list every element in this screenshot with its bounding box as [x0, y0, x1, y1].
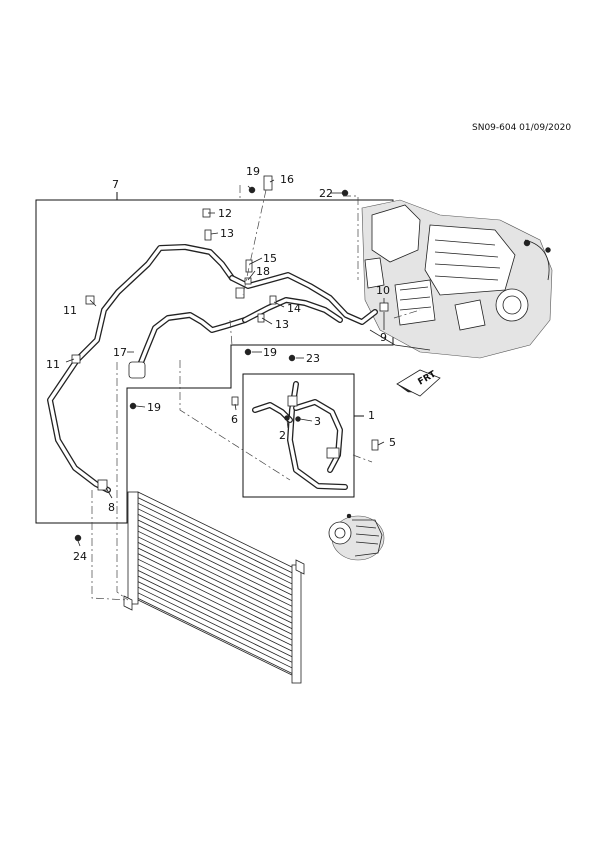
callout-2: 2 — [279, 429, 286, 442]
callout-19-top: 19 — [246, 165, 260, 178]
callout-11-lower: 11 — [46, 358, 60, 371]
callout-15: 15 — [263, 252, 277, 265]
callout-18: 18 — [256, 265, 270, 278]
callout-3: 3 — [314, 415, 321, 428]
compressor-illustration — [328, 513, 385, 561]
hvac-unit-illustration — [361, 199, 553, 359]
assembly-7-frame — [35, 199, 394, 524]
callout-11-upper: 11 — [63, 304, 77, 317]
callout-24: 24 — [73, 550, 87, 563]
callout-14: 14 — [287, 302, 301, 315]
document-reference: SN09-604 01/09/2020 — [472, 123, 572, 133]
compressor-hoses — [252, 381, 348, 490]
callout-1: 1 — [368, 409, 375, 422]
assembly-1-frame — [242, 373, 355, 498]
callout-19-middle: 19 — [263, 346, 277, 359]
dashed-reference-lines — [91, 185, 421, 601]
callout-12: 12 — [218, 207, 232, 220]
leader-lines — [65, 179, 385, 547]
callout-13-top: 13 — [220, 227, 234, 240]
callout-8: 8 — [108, 501, 115, 514]
callout-6: 6 — [231, 413, 238, 426]
callout-7: 7 — [112, 178, 119, 191]
refrigerant-hoses — [47, 244, 378, 493]
callout-23: 23 — [306, 352, 320, 365]
callout-9: 9 — [380, 331, 387, 344]
condenser-illustration — [123, 491, 305, 684]
callout-5: 5 — [389, 436, 396, 449]
callout-13-lower: 13 — [275, 318, 289, 331]
callout-17: 17 — [113, 346, 127, 359]
callout-19-lower: 19 — [147, 401, 161, 414]
fittings — [71, 175, 389, 542]
callout-16: 16 — [280, 173, 294, 186]
callout-22: 22 — [319, 187, 333, 200]
callout-10: 10 — [376, 284, 390, 297]
front-direction-arrow — [396, 369, 441, 397]
